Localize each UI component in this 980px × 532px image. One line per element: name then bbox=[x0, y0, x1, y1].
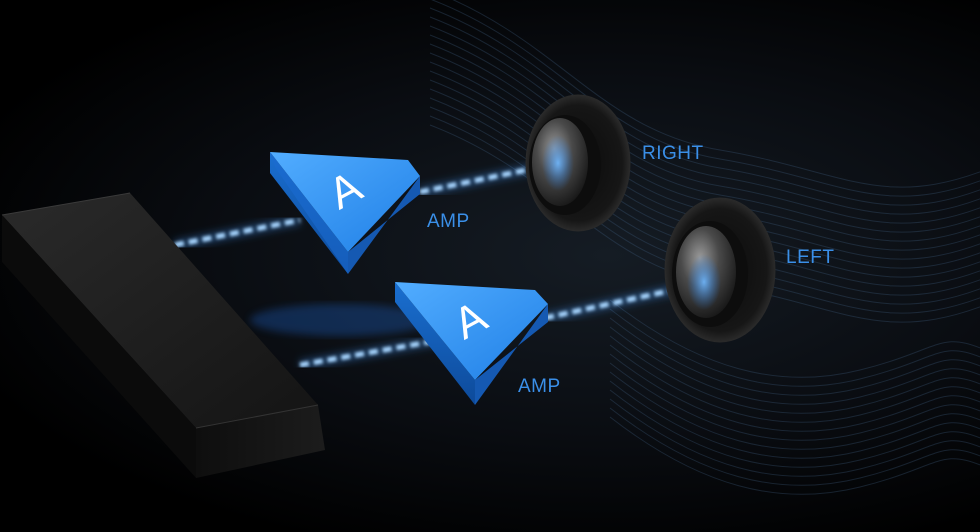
label-right-speaker: RIGHT bbox=[642, 143, 704, 164]
wave-line bbox=[609, 308, 980, 387]
wave-line bbox=[452, 0, 980, 188]
label-left-speaker: LEFT bbox=[786, 247, 835, 268]
wave-line bbox=[609, 416, 980, 495]
floor-reflection bbox=[250, 304, 430, 336]
wave-line bbox=[431, 0, 980, 197]
amplifier-bottom-icon: A bbox=[395, 282, 548, 405]
label-amp-top: AMP bbox=[427, 211, 470, 232]
wave-line bbox=[609, 335, 980, 414]
wave-line bbox=[429, 25, 980, 224]
wave-line bbox=[429, 7, 980, 206]
wave-line bbox=[609, 326, 980, 405]
wave-line bbox=[609, 371, 980, 450]
wave-line bbox=[609, 362, 980, 441]
wave-line bbox=[609, 344, 980, 423]
wave-line bbox=[609, 389, 980, 468]
wave-line bbox=[609, 353, 980, 432]
wave-line bbox=[429, 16, 980, 215]
wave-line bbox=[429, 34, 980, 233]
wave-line bbox=[609, 380, 980, 459]
label-amp-bottom: AMP bbox=[518, 376, 561, 397]
amplifier-top-icon: A bbox=[270, 152, 420, 274]
wave-line bbox=[609, 299, 980, 378]
wave-line bbox=[609, 407, 980, 486]
wave-line bbox=[609, 398, 980, 477]
source-device-icon bbox=[1, 192, 325, 478]
wave-line bbox=[609, 317, 980, 396]
speaker-left-icon bbox=[664, 197, 776, 343]
speaker-right-icon bbox=[525, 94, 631, 232]
